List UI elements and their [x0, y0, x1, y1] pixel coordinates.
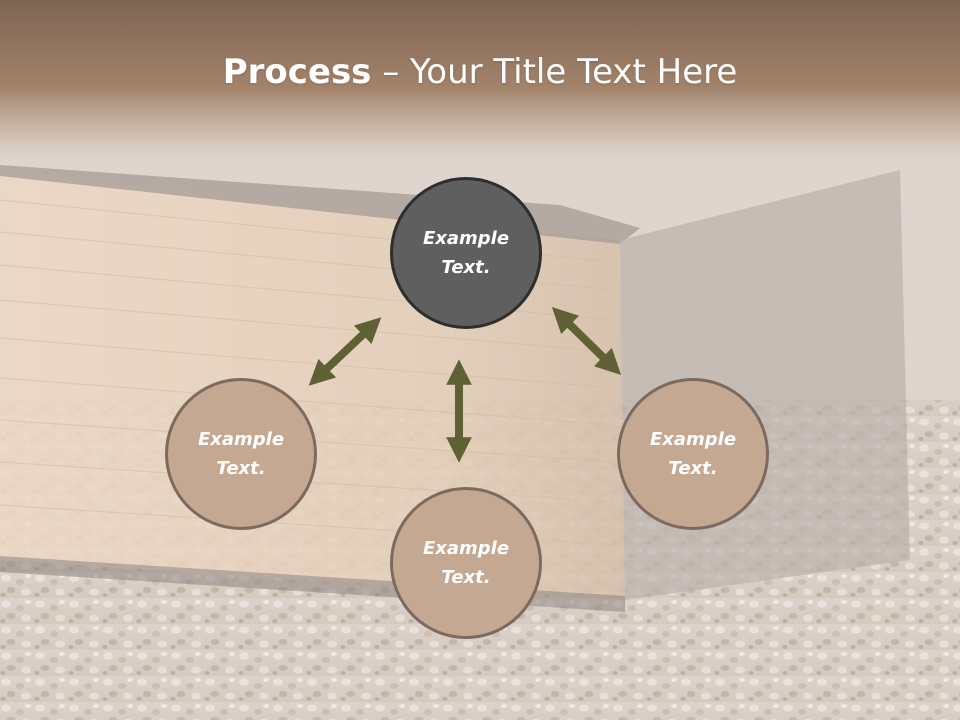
node-right-label: Example Text. [649, 429, 737, 479]
node-bottom-label: Example Text. [422, 538, 510, 588]
node-left-label: Example Text. [197, 429, 285, 479]
node-left: Example Text. [165, 378, 317, 530]
arrow-center-right [551, 307, 622, 375]
node-right: Example Text. [617, 378, 769, 530]
node-bottom: Example Text. [390, 487, 542, 639]
title-rest: – Your Title Text Here [371, 52, 738, 92]
node-center-label: Example Text. [422, 228, 510, 278]
arrow-center-left [308, 317, 382, 386]
page-title: Process – Your Title Text Here [0, 52, 960, 92]
node-center: Example Text. [390, 177, 542, 329]
title-bold: Process [222, 52, 372, 92]
